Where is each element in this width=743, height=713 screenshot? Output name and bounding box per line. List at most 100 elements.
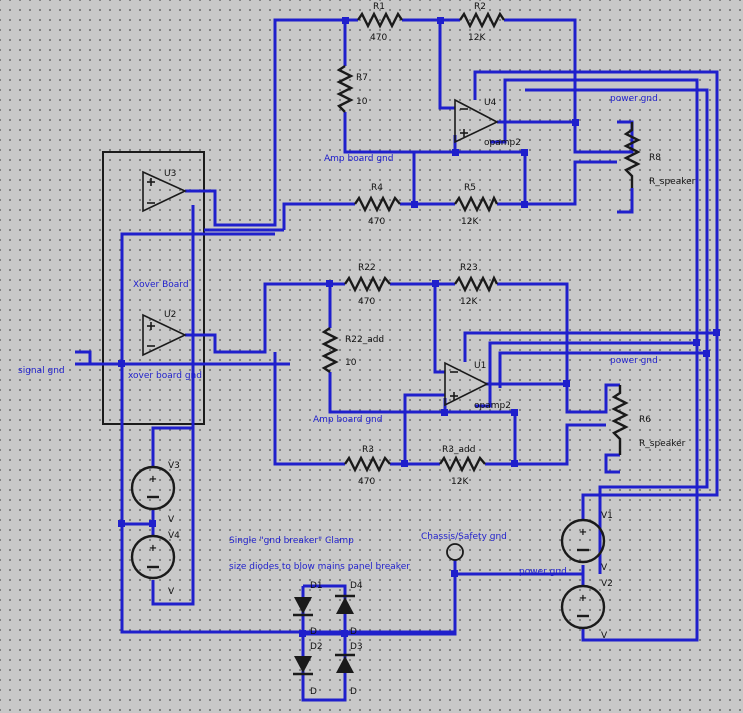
wire-u4-amp-gnd: [456, 150, 527, 204]
svg-text:+: +: [579, 527, 587, 538]
junction: [299, 630, 306, 637]
net-power-gnd-sources: power gnd: [519, 567, 567, 577]
wire-signal-gnd: [75, 350, 122, 366]
net-chassis-safety-gnd: Chassis/Safety gnd: [421, 532, 507, 542]
resistor-r2[interactable]: [459, 11, 505, 29]
resistor-r5[interactable]: [454, 195, 499, 213]
net-amp-board-gnd-upper: Amp board gnd: [324, 154, 393, 164]
junction: [401, 460, 408, 467]
value-r7: 10: [356, 97, 368, 107]
clamp-title: Single "gnd breaker" Clamp: [229, 536, 354, 546]
label-r5: R5: [464, 183, 476, 193]
junction: [118, 520, 125, 527]
source-v4[interactable]: +: [130, 534, 176, 580]
resistor-r6[interactable]: [611, 385, 629, 455]
wire-chassis-down: [345, 574, 457, 636]
resistor-r8[interactable]: [623, 122, 641, 188]
opamp-u2[interactable]: [142, 313, 187, 357]
svg-text:+: +: [579, 593, 587, 604]
wire-power-gnd-1: [525, 88, 709, 355]
resistor-r1[interactable]: [357, 11, 403, 29]
label-r8: R8: [649, 153, 661, 163]
diode-d3[interactable]: [335, 653, 355, 673]
value-r2: 12K: [468, 33, 486, 43]
diodes: [293, 594, 355, 676]
wire-r7-bot: [343, 112, 456, 154]
label-d3: D3: [350, 642, 363, 652]
value-r1: 470: [370, 33, 387, 43]
opamp-u4[interactable]: [454, 98, 499, 144]
junction: [572, 119, 579, 126]
resistor-r22[interactable]: [344, 275, 391, 293]
wire-u4-out: [497, 120, 634, 154]
junction: [326, 280, 333, 287]
model-u4: opamp2: [484, 138, 521, 148]
wire-v3-v4: [122, 522, 155, 535]
label-d1: D1: [310, 581, 323, 591]
resistor-r22-add[interactable]: [321, 327, 339, 373]
wires: [75, 18, 719, 702]
resistor-r3-add[interactable]: [439, 455, 486, 473]
source-v3[interactable]: +: [130, 465, 176, 511]
value-d2: D: [310, 687, 317, 697]
junction: [118, 360, 125, 367]
opamp-u3[interactable]: [142, 170, 187, 213]
svg-text:+: +: [149, 543, 157, 554]
resistor-r3[interactable]: [344, 455, 391, 473]
wire-r23-out: [497, 282, 569, 384]
value-r3: 470: [358, 477, 375, 487]
wire-u1-inv: [433, 284, 445, 374]
source-v2[interactable]: +: [560, 584, 606, 630]
diode-d4[interactable]: [335, 594, 355, 614]
wire-u4-vminus: [490, 78, 699, 345]
value-r22-add: 10: [345, 358, 357, 368]
wire-u3-ground-link: [120, 232, 275, 364]
resistor-r4[interactable]: [354, 195, 401, 213]
wire-r3-chain: [273, 352, 345, 466]
junction: [693, 339, 700, 346]
diode-d2[interactable]: [293, 656, 313, 676]
junction: [521, 201, 528, 208]
label-r23: R23: [460, 263, 478, 273]
net-xover-board: Xover Board: [133, 280, 189, 290]
value-v3: V: [168, 515, 175, 525]
label-u4: U4: [484, 98, 497, 108]
opamp-u1[interactable]: [444, 361, 489, 407]
label-r3-add: R3_add: [442, 445, 475, 455]
label-r2: R2: [474, 2, 486, 12]
junction: [341, 630, 348, 637]
net-power-gnd-lower: power gnd: [610, 356, 658, 366]
junction: [437, 17, 444, 24]
svg-text:+: +: [149, 474, 157, 485]
chassis-gnd-icon[interactable]: [446, 543, 464, 561]
junction: [441, 409, 448, 416]
source-v1[interactable]: +: [560, 518, 606, 564]
junction: [563, 380, 570, 387]
value-r6: R_speaker: [639, 439, 686, 449]
wire-v3-top: [151, 205, 195, 466]
model-u1: opamp2: [474, 401, 511, 411]
wire-u3-out: [185, 18, 345, 227]
wire-u1-vplus: [463, 331, 717, 362]
wire-r2-out: [504, 18, 577, 122]
wire-r4-r5: [282, 202, 355, 230]
junction: [511, 460, 518, 467]
wire-r22add-bot: [328, 372, 445, 414]
wire-u4-vplus: [473, 70, 719, 520]
resistor-r7[interactable]: [336, 65, 354, 113]
label-d2: D2: [310, 642, 323, 652]
clamp-note: size diodes to blow mains panel breaker: [229, 562, 410, 572]
net-xover-board-gnd: xover board gnd: [128, 371, 202, 381]
wire-u2-out: [185, 282, 330, 354]
label-d4: D4: [350, 581, 363, 591]
label-r22: R22: [358, 263, 376, 273]
value-d1: D: [310, 627, 317, 637]
net-signal-gnd: signal gnd: [18, 366, 65, 376]
label-v4: V4: [168, 531, 180, 541]
label-v3: V3: [168, 461, 180, 471]
resistor-r23[interactable]: [454, 275, 499, 293]
voltage-sources: + + + +: [130, 465, 606, 630]
junction: [149, 520, 156, 527]
diode-d1[interactable]: [293, 597, 313, 617]
value-d3: D: [350, 687, 357, 697]
